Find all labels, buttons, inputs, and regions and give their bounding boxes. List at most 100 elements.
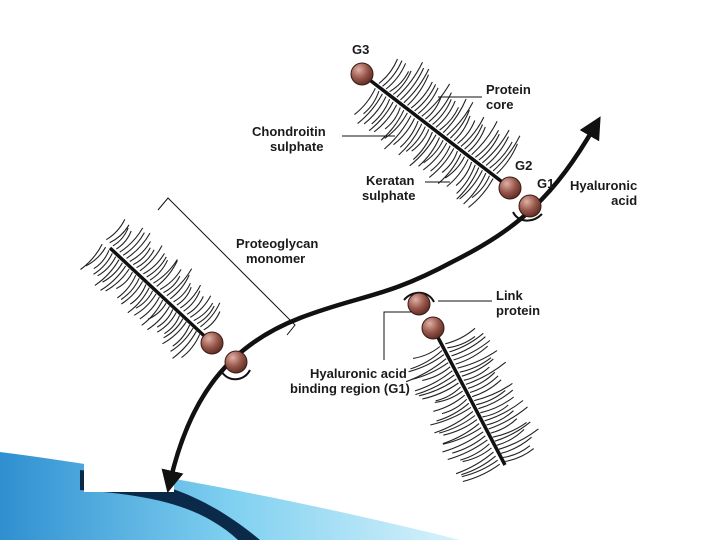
bristle xyxy=(413,346,441,359)
bristle xyxy=(85,246,107,267)
bristle xyxy=(93,250,110,270)
bristle xyxy=(109,224,130,244)
bristle xyxy=(133,293,157,316)
bristle xyxy=(463,366,490,381)
label-g2: G2 xyxy=(515,158,533,173)
bead-bottom-g2 xyxy=(421,316,445,340)
bristle xyxy=(471,379,502,398)
bristle xyxy=(464,124,484,150)
bristle xyxy=(94,259,120,286)
bristle xyxy=(389,71,410,93)
bristle xyxy=(120,278,140,300)
proteoglycan-monomer-bracket xyxy=(157,197,296,336)
bristle xyxy=(100,265,127,291)
bristle xyxy=(105,268,130,292)
bristle xyxy=(112,227,129,247)
link-protein-arc-left xyxy=(221,369,251,381)
bristle xyxy=(428,148,455,178)
bristle xyxy=(422,366,451,382)
bristle xyxy=(378,58,399,84)
bristle xyxy=(141,299,164,326)
bristle xyxy=(129,241,151,262)
bristle xyxy=(455,451,494,475)
bristle xyxy=(433,394,466,412)
bristle xyxy=(121,281,144,305)
bristle xyxy=(410,81,433,109)
bead-g3 xyxy=(350,62,374,86)
bristle xyxy=(170,327,194,352)
bead-left-g2 xyxy=(200,331,224,355)
bristle xyxy=(196,305,215,325)
bristle xyxy=(181,334,201,359)
bristle xyxy=(93,253,113,275)
bristle xyxy=(500,436,532,454)
bristle xyxy=(403,68,430,104)
bead-g1 xyxy=(518,194,542,218)
bristle xyxy=(116,271,133,290)
bristle xyxy=(437,153,462,185)
label-g3: G3 xyxy=(352,42,370,57)
bristle xyxy=(136,249,155,269)
bristle xyxy=(471,175,491,199)
bristle xyxy=(417,87,439,115)
bristle xyxy=(407,74,430,106)
bristle xyxy=(469,375,499,394)
bristle xyxy=(363,90,380,115)
bristle xyxy=(400,67,425,101)
bristle xyxy=(467,371,496,389)
bristle xyxy=(183,290,201,312)
bristle xyxy=(486,410,514,426)
bristle xyxy=(129,284,147,305)
bristle xyxy=(421,83,451,117)
bristle xyxy=(173,282,191,303)
bristle xyxy=(392,70,412,95)
bristle xyxy=(190,295,212,318)
bristle xyxy=(411,129,430,152)
bristle xyxy=(415,374,455,396)
bristle xyxy=(434,390,463,404)
bristle xyxy=(119,227,144,253)
bead-bottom-g1 xyxy=(407,292,431,316)
bristle xyxy=(354,88,376,116)
bristle xyxy=(382,60,403,87)
bristle xyxy=(476,389,506,406)
bristle xyxy=(102,262,123,283)
bristle xyxy=(163,318,184,339)
bristle xyxy=(445,327,476,345)
bristle xyxy=(467,126,486,153)
bristle xyxy=(97,256,117,277)
bristle xyxy=(127,287,150,314)
bristle xyxy=(139,245,163,272)
bristle xyxy=(139,296,160,320)
bead-g2 xyxy=(498,176,522,200)
bead-left-g1 xyxy=(224,350,248,374)
bristle xyxy=(116,274,137,299)
bristle xyxy=(457,350,498,369)
bristle xyxy=(149,259,169,281)
bristle xyxy=(80,243,103,270)
bristle xyxy=(132,247,151,266)
leader-binding-region xyxy=(383,311,412,360)
bristle xyxy=(441,398,468,415)
bristle xyxy=(176,287,192,306)
bristle xyxy=(455,345,489,365)
bristle xyxy=(203,311,221,331)
chondroitin-bristles-left xyxy=(80,219,221,359)
bristle xyxy=(435,100,456,128)
bristle xyxy=(396,62,423,98)
link-protein-arc-top xyxy=(512,211,543,222)
bristle xyxy=(156,312,177,333)
bristle xyxy=(116,230,132,250)
slide-white-tab xyxy=(84,440,174,492)
label-g1: G1 xyxy=(537,176,555,191)
